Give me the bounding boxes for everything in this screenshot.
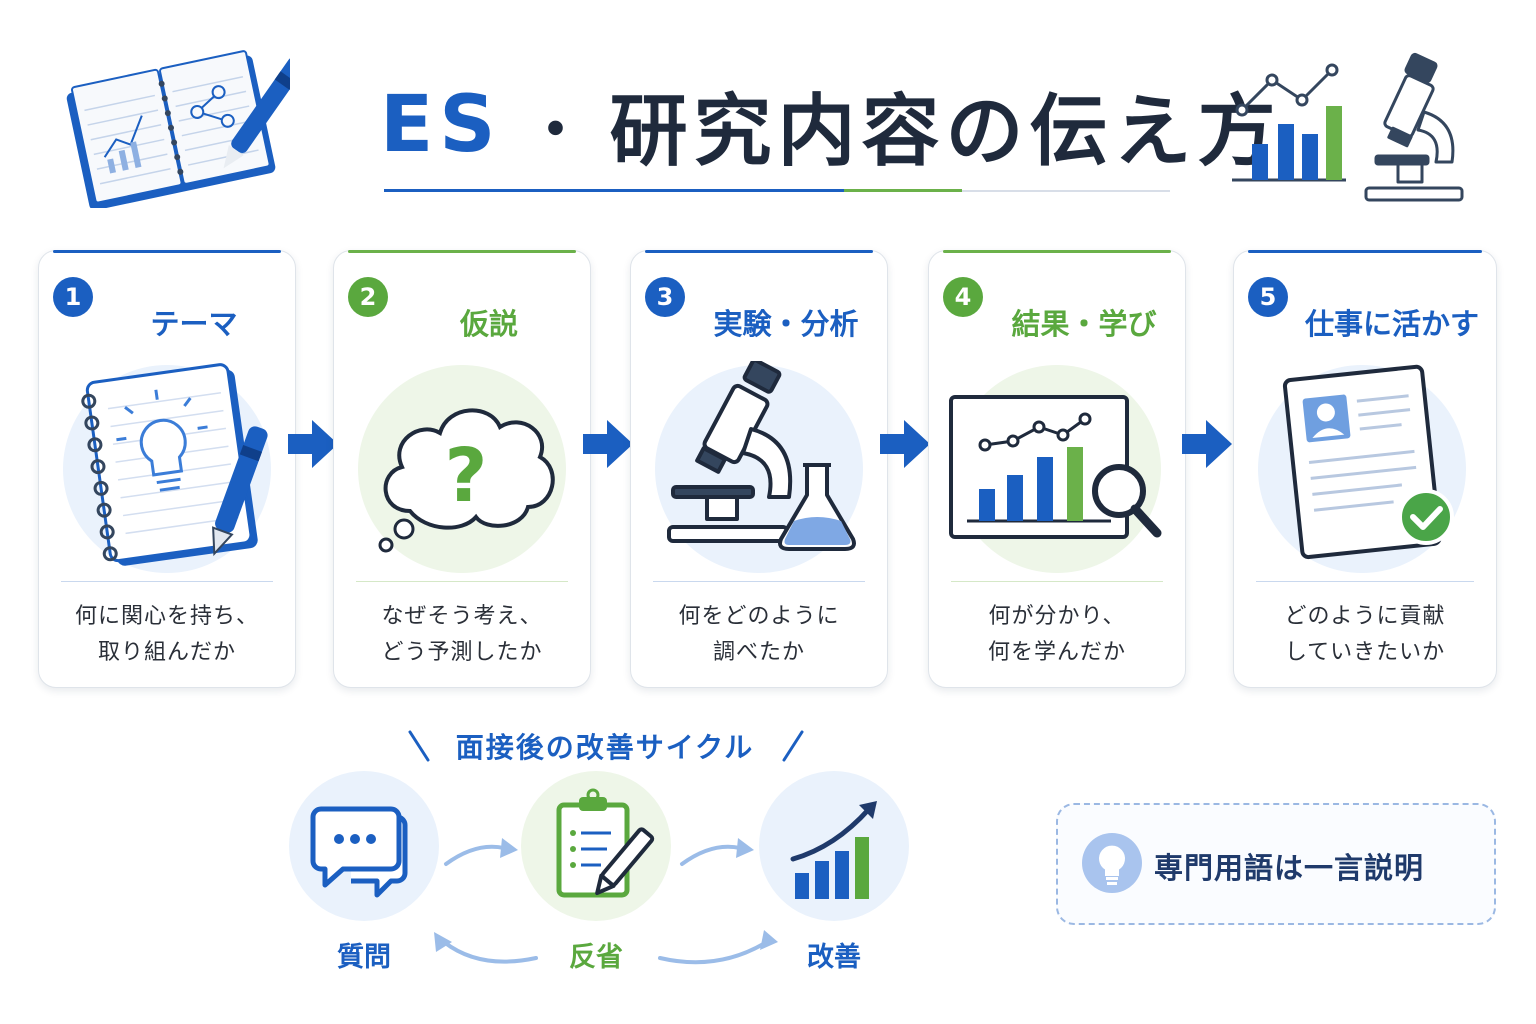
cycle-node-question [289,771,439,921]
card-divider [61,581,273,582]
cycle-label-reflection: 反省 [569,942,623,973]
step-description-line: 何を学んだか [987,640,1126,665]
title-rest: 研究内容の伝え方 [609,87,1282,177]
chat-bubbles-icon [310,806,408,898]
notebook-lightbulb-icon [63,363,271,573]
slash-right-icon [782,730,804,762]
slash-left-icon [408,730,430,762]
step-description-line: どのように貢献 [1284,604,1446,629]
step-description-line: 取り組んだか [97,640,236,665]
chart-icon [1232,63,1346,182]
step-title: 仮説 [459,307,518,341]
arrow-right-icon [880,420,930,468]
title-underline-blue [384,189,844,192]
card-accent-line [645,250,873,253]
arrow-right-icon [1182,420,1232,468]
card-divider [951,581,1163,582]
step-title: 実験・分析 [713,307,859,341]
title-underline-gray [962,190,1170,192]
step-description: なぜそう考え、 どう予測したか [334,599,590,671]
step-description: どのように貢献 していきたいか [1234,599,1496,671]
step-card-1: 1 テーマ [38,250,296,688]
title-separator: ・ [525,95,592,166]
cycle-label-question: 質問 [337,942,391,973]
step-title: 結果・学び [1011,307,1157,341]
step-title: テーマ [150,307,238,341]
cycle-node-reflection [521,771,671,921]
card-divider [1256,581,1474,582]
step-number: 3 [645,277,685,317]
step-number: 1 [53,277,93,317]
step-description: 何をどのように 調べたか [631,599,887,671]
growth-chart-icon [790,801,877,899]
step-description-line: なぜそう考え、 [381,604,543,629]
step-description-line: していきたいか [1284,640,1446,665]
step-card-3: 3 実験・分析 何をどのように 調べたか [630,250,888,688]
step-description-line: 何をどのように [678,604,840,629]
card-accent-line [348,250,576,253]
step-number: 2 [348,277,388,317]
title-underline-green [844,189,962,192]
step-title: 仕事に活かす [1304,307,1479,341]
chart-magnifier-icon [949,365,1162,573]
card-divider [653,581,865,582]
thought-bubble-question-icon: ? [358,365,566,573]
arrow-right-icon [583,420,633,468]
step-description: 何が分かり、 何を学んだか [929,599,1185,671]
step-number: 5 [1248,277,1288,317]
svg-text:?: ? [445,433,488,519]
step-description-line: 何が分かり、 [988,604,1126,629]
step-description-line: 何に関心を持ち、 [74,604,259,629]
card-accent-line [943,250,1171,253]
step-description: 何に関心を持ち、 取り組んだか [39,599,295,671]
step-description-line: 調べたか [712,640,805,665]
card-divider [356,581,568,582]
step-number: 4 [943,277,983,317]
title-es: ES [380,80,502,170]
arrow-right-icon [288,420,338,468]
card-accent-line [53,250,281,253]
tip-box: 専門用語は一言説明 [1056,803,1496,925]
lightbulb-icon [1082,833,1142,893]
cycle-arrows-icon [434,838,778,965]
tip-text: 専門用語は一言説明 [1154,851,1425,885]
cycle-title: 面接後の改善サイクル [455,731,755,764]
cycle-node-improvement [759,771,909,921]
step-card-2: 2 仮説 ? なぜそう考え、 どう予測したか [333,250,591,688]
step-card-4: 4 結果・学び 何が分かり、 何を学んだか [928,250,1186,688]
card-accent-line [1248,250,1482,253]
step-description-line: どう予測したか [381,640,543,665]
microscope-flask-icon [655,361,863,573]
notebook-icon [66,50,290,208]
resume-check-icon [1258,364,1466,573]
cycle-label-improvement: 改善 [807,942,861,973]
clipboard-pencil-icon [556,788,655,898]
step-card-5: 5 仕事に活かす どのように貢献 していきたいか [1233,250,1497,688]
page-title: ES ・ 研究内容の伝え方 [380,70,1275,180]
microscope-icon [1364,52,1464,202]
